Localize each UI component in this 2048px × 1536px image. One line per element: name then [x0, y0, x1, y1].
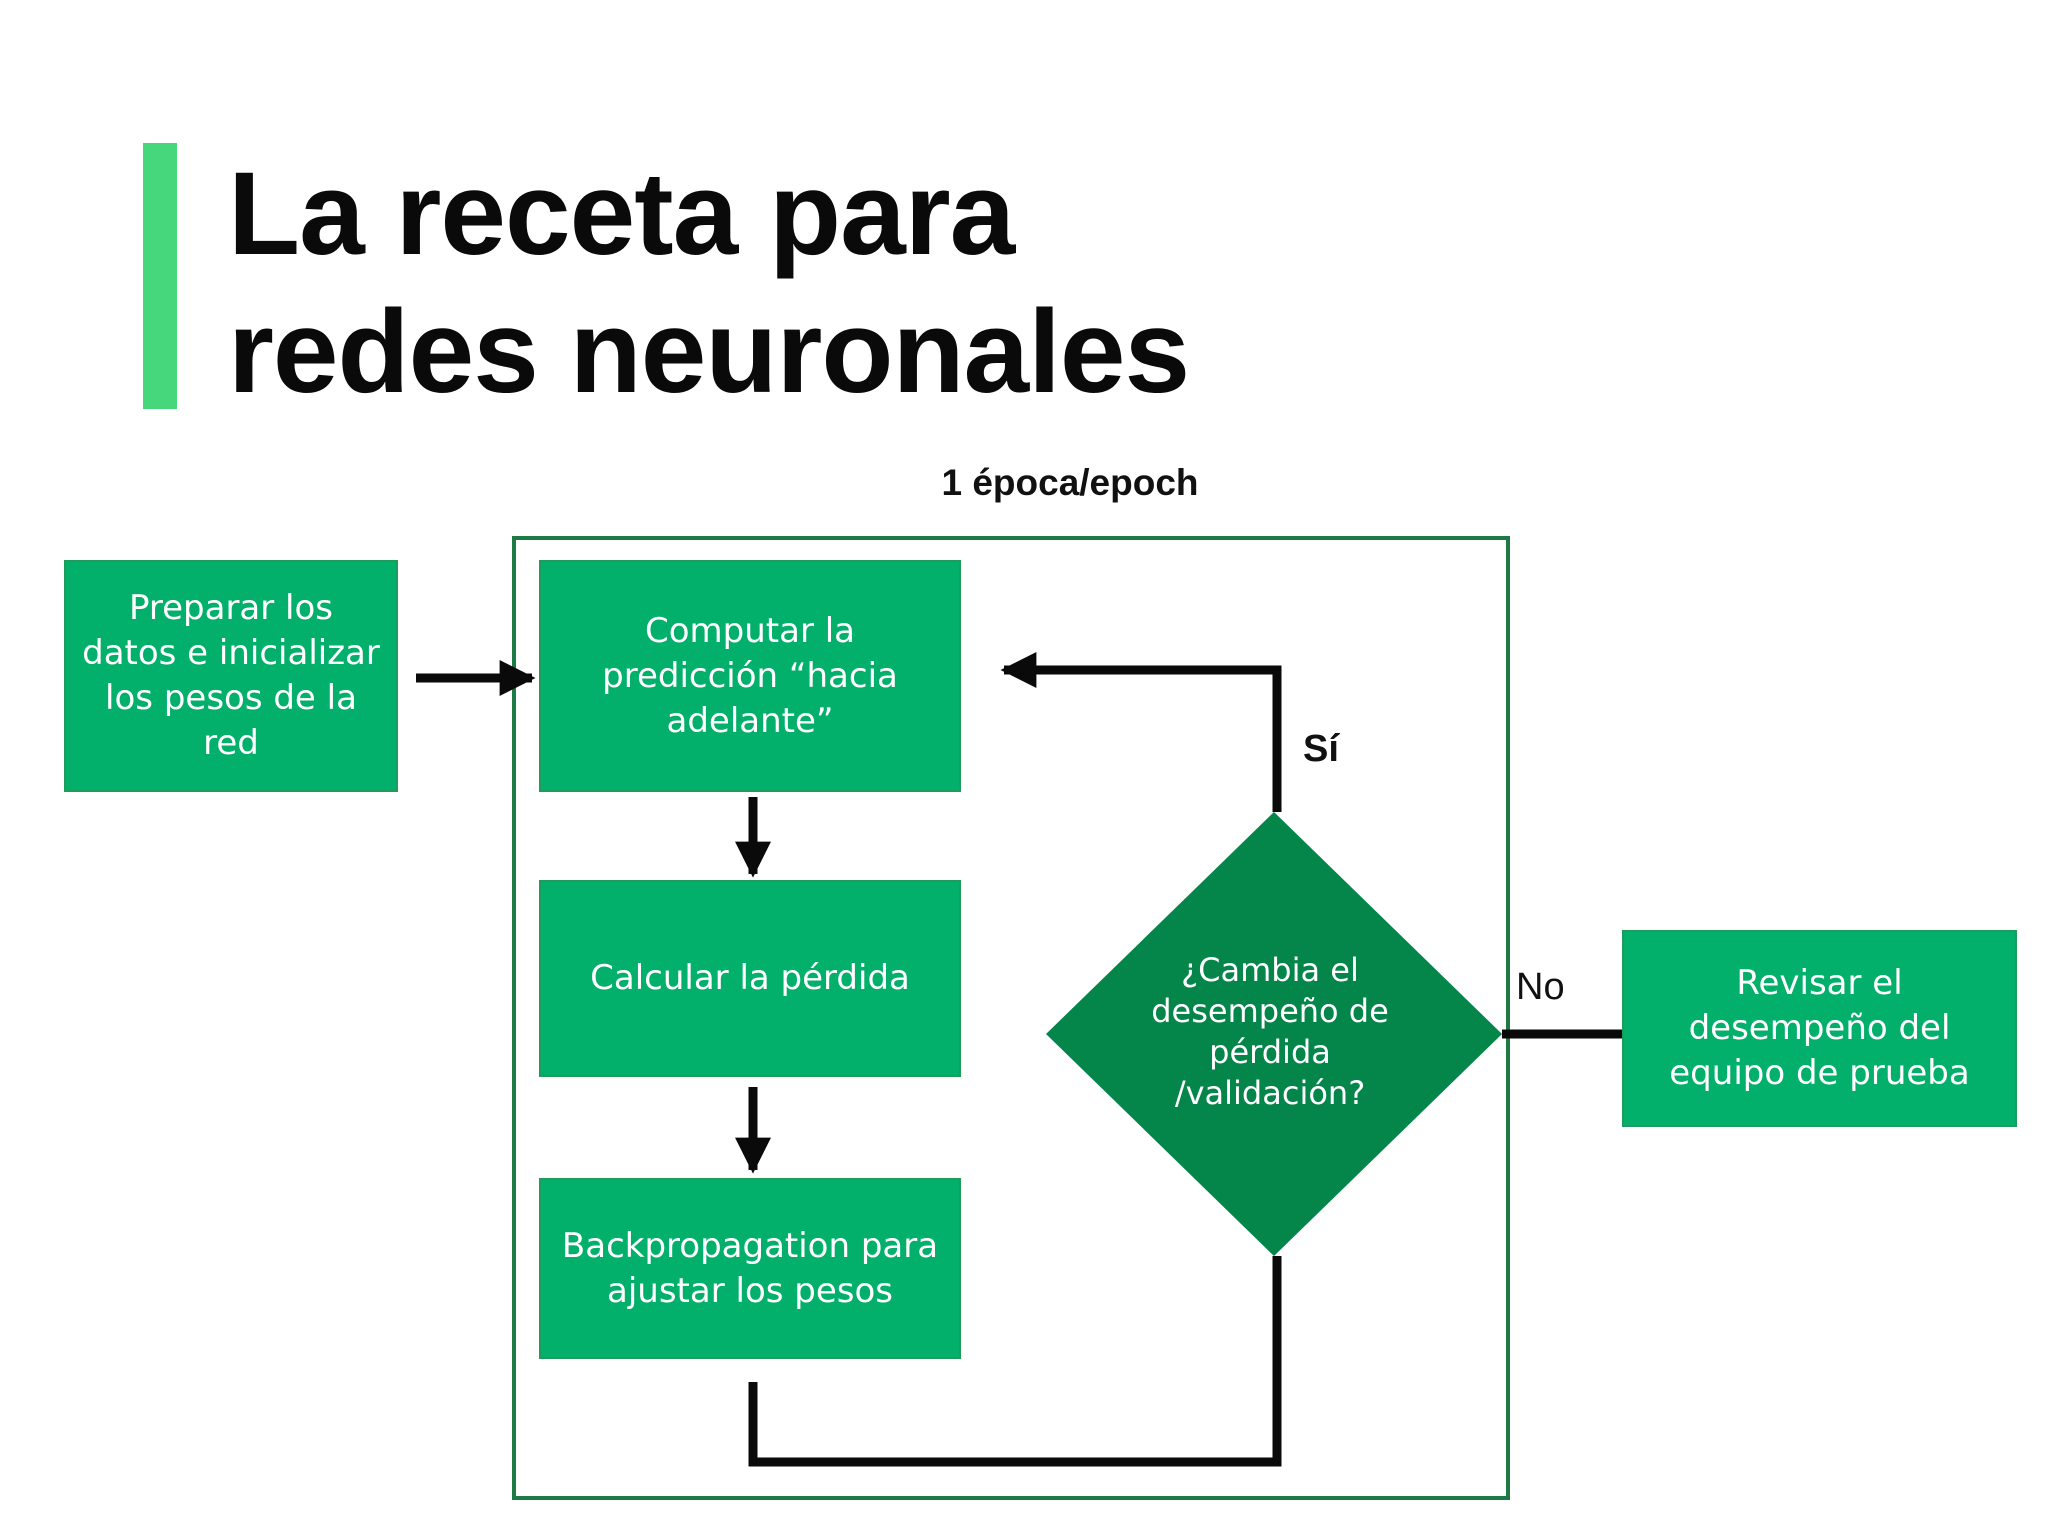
title-line-1: La receta para [228, 148, 1015, 280]
title-line-2: redes neuronales [228, 286, 1190, 418]
node-backpropagation: Backpropagation para ajustar los pesos [539, 1178, 961, 1359]
decision-diamond [1046, 812, 1502, 1256]
edge-label-no: No [1516, 966, 1565, 1008]
node-forward-pass-label: Computar la predicción “hacia adelante” [602, 610, 898, 741]
arrow-decision-yes-to-forward [1000, 652, 1282, 812]
node-compute-loss-label: Calcular la pérdida [590, 958, 910, 998]
edge-label-yes: Sí [1303, 728, 1339, 770]
epoch-label: 1 época/epoch [941, 462, 1199, 503]
node-prepare-data: Preparar los datos e inicializar los pes… [64, 560, 398, 792]
title-accent-bar [143, 143, 177, 409]
node-forward-pass: Computar la predicción “hacia adelante” [539, 560, 961, 792]
node-compute-loss: Calcular la pérdida [539, 880, 961, 1077]
decision-label: ¿Cambia el desempeño de pérdida /validac… [1151, 951, 1389, 1112]
node-backpropagation-label: Backpropagation para ajustar los pesos [561, 1225, 939, 1311]
epoch-frame [512, 536, 1510, 1500]
page-title: La receta para redes neuronales [228, 145, 1190, 421]
node-review-test: Revisar el desempeño del equipo de prueb… [1622, 930, 2017, 1127]
connector-backprop-to-decision [748, 1256, 1282, 1467]
node-prepare-data-label: Preparar los datos e inicializar los pes… [82, 588, 380, 763]
node-review-test-label: Revisar el desempeño del equipo de prueb… [1669, 963, 1970, 1093]
